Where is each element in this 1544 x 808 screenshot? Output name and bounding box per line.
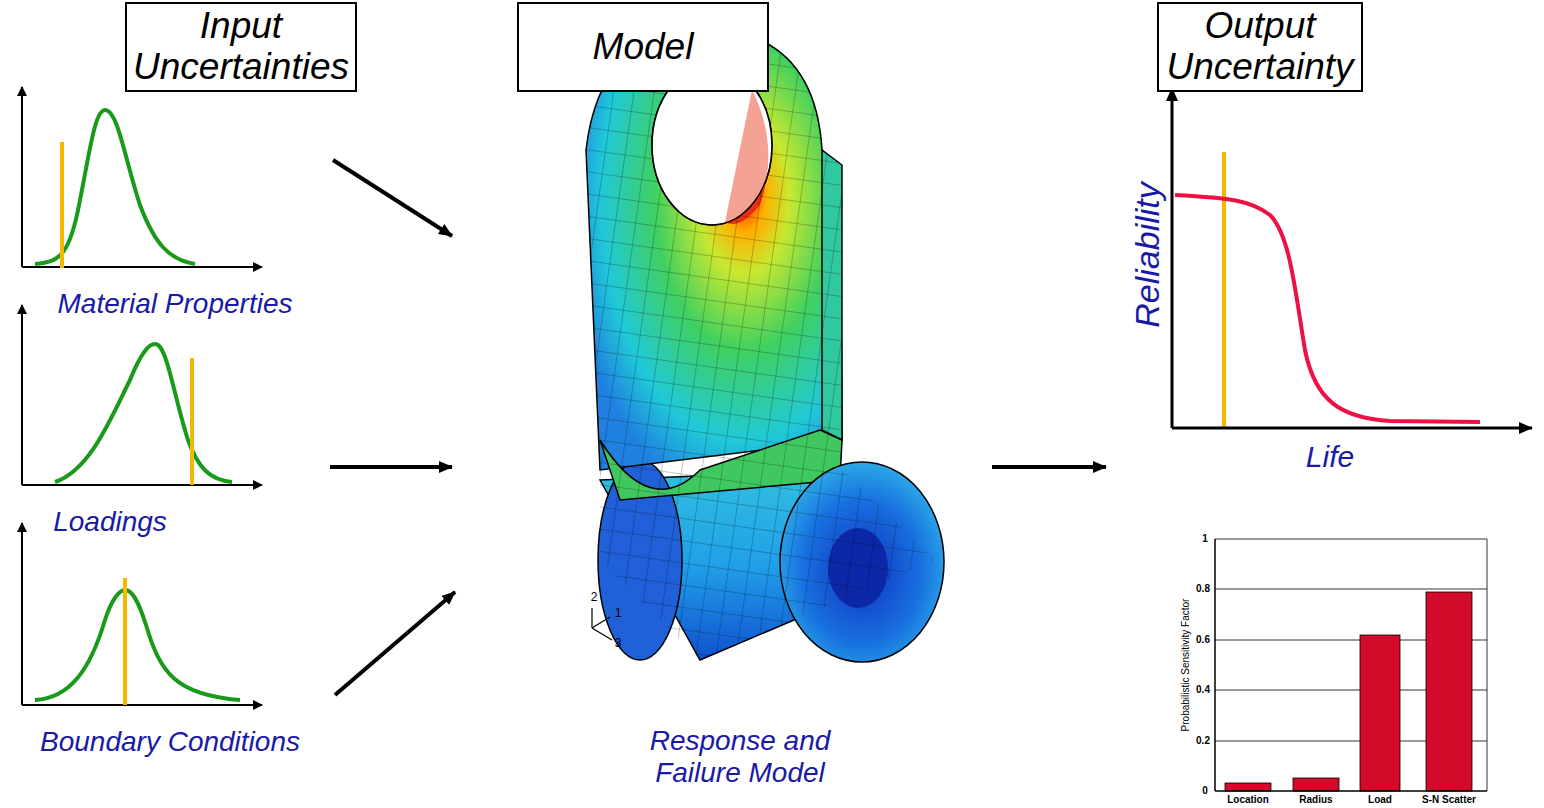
axis-title: Life bbox=[1306, 440, 1354, 475]
header-text: Input Uncertainties bbox=[127, 6, 355, 87]
header-text: Output Uncertainty bbox=[1159, 6, 1361, 87]
header-box: Output Uncertainty bbox=[1157, 2, 1363, 92]
axis-title: Loadings bbox=[53, 506, 167, 538]
axis-title: Reliability bbox=[1128, 182, 1167, 328]
axis-title: Boundary Conditions bbox=[40, 726, 300, 758]
axis-title: Material Properties bbox=[58, 288, 293, 320]
header-box: Model bbox=[517, 2, 769, 92]
header-text: Model bbox=[593, 27, 694, 68]
header-box: Input Uncertainties bbox=[125, 2, 357, 92]
category-label: S-N Scatter bbox=[1422, 795, 1476, 807]
axis-title: Probabilistic Sensitivity Factor bbox=[1180, 599, 1192, 732]
tick-label: 0.6 bbox=[1196, 634, 1210, 646]
axis-number: 3 bbox=[615, 637, 622, 651]
tick-label: 0.8 bbox=[1196, 583, 1210, 595]
tick-label: 1 bbox=[1202, 533, 1208, 545]
tick-label: 0.4 bbox=[1196, 684, 1210, 696]
tick-label: 0 bbox=[1202, 785, 1208, 797]
model-caption: Response and Failure Model bbox=[610, 725, 870, 789]
category-label: Location bbox=[1227, 795, 1269, 807]
category-label: Radius bbox=[1299, 795, 1332, 807]
axis-number: 1 bbox=[615, 607, 622, 621]
tick-label: 0.2 bbox=[1196, 735, 1210, 747]
axis-number: 2 bbox=[591, 591, 598, 605]
category-label: Load bbox=[1368, 795, 1392, 807]
